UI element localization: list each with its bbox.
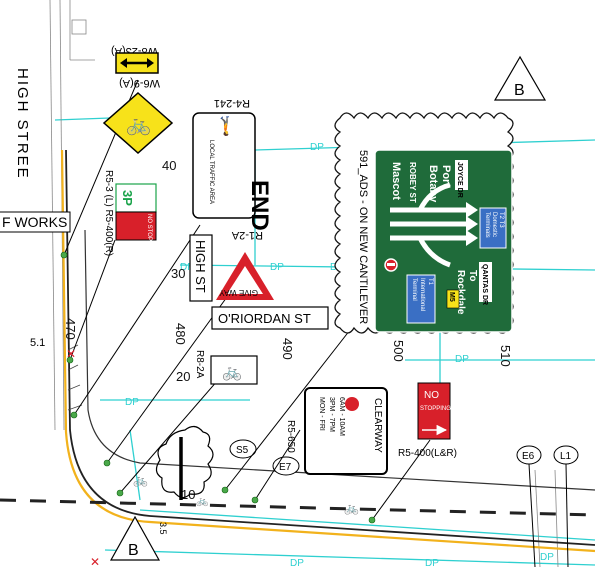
sign-text1: NO — [424, 390, 439, 401]
ads-top-badge3: Terminals — [484, 212, 490, 238]
works-label-box — [0, 211, 71, 233]
svg-text:B: B — [514, 82, 525, 99]
sign-hours2: 3PM - 7PM — [328, 397, 335, 432]
kerb-line-inner — [84, 229, 595, 491]
svg-text:HIGH ST: HIGH ST — [193, 240, 208, 293]
tree-outline — [155, 425, 214, 500]
sign-r8-2a: R8-2A 🚲 — [194, 350, 258, 385]
ads-top-badge2: Domestic — [491, 212, 497, 237]
chainage-500: 500 — [391, 340, 406, 362]
dp-label: DP — [310, 142, 324, 153]
svg-text:L1: L1 — [560, 451, 572, 462]
svg-text:E6: E6 — [522, 451, 535, 462]
svg-text:E7: E7 — [279, 462, 292, 473]
sign-title: CLEARWAY — [372, 398, 383, 453]
ads-bottom-badge3: Terminal — [411, 278, 417, 301]
chainage-20: 20 — [176, 369, 190, 384]
dp-label: DP — [425, 558, 439, 567]
sign-code: R4-241 — [214, 97, 250, 109]
sign-code: R5-400(L&R) — [398, 448, 457, 459]
ads-bottom-to: To — [467, 270, 478, 281]
dp-label: DP — [290, 558, 304, 567]
chainage-480: 480 — [173, 323, 188, 345]
bicycle-icon: 🚲 — [126, 114, 151, 136]
level-label: 5.1 — [30, 337, 45, 349]
svg-text:B: B — [128, 542, 139, 559]
chainage-40: 40 — [162, 158, 176, 173]
sign-sub: LOCAL TRAFFIC AREA — [208, 140, 214, 204]
ads-bottom-road: QANTAS DR — [481, 264, 488, 305]
pedestrian-icon: 🚶 — [214, 116, 236, 137]
circle-tag-l1: L1 — [553, 445, 579, 465]
ads-bottom-badge1: T1 — [427, 278, 433, 286]
high-street-label: HIGH STREE — [14, 68, 31, 180]
ads-note: 591_ADS - ON NEW CANTILEVER — [357, 150, 369, 324]
dp-label: DP — [125, 397, 139, 408]
dp-label: DP — [270, 262, 284, 273]
section-marker-b-bottom: B — [109, 515, 161, 561]
kerb-line — [65, 149, 595, 546]
ads-top-badge1: T2 T3 — [498, 212, 504, 228]
street-sign-oriordan-st: O'RIORDAN ST — [211, 306, 329, 330]
chainage-510: 510 — [498, 345, 513, 367]
ads-left-road: ROBEY ST — [408, 162, 417, 203]
sign-code: W6-9(A) — [119, 77, 160, 89]
parking-label: 3P — [120, 190, 135, 206]
chainage-30: 30 — [171, 266, 185, 281]
chainage-490: 490 — [280, 338, 295, 360]
sign-text2: STOPPING — [420, 406, 451, 412]
ads-top-dest1: Port — [440, 165, 452, 187]
sign-r5-400: NO STOPPING R5-400(L&R) — [398, 382, 457, 459]
circle-tag-e6: E6 — [516, 445, 542, 465]
dashed-lane-line — [0, 498, 595, 517]
chainage-10: 10 — [181, 487, 195, 502]
bicycle-marking-icon: 🚲 — [344, 501, 359, 515]
removal-cross: ✕ — [66, 347, 76, 361]
dp-label: DP — [540, 552, 554, 563]
ads-top-road: JOYCE DR — [456, 162, 463, 198]
ads-left-dest: Mascot — [390, 162, 402, 200]
sign-main: END — [246, 180, 273, 231]
works-label: F WORKS — [2, 214, 67, 230]
sign-code: R5-650 — [285, 420, 296, 453]
road-kerbs — [0, 149, 595, 553]
removal-cross: ✕ — [90, 555, 100, 567]
ads-bottom-badge2: International — [419, 278, 425, 311]
sign-code: R1-2A — [231, 229, 263, 241]
street-sign-high-st: HIGH ST — [189, 234, 213, 302]
sign-code: R5-3 (L) R5-400(R) — [103, 170, 114, 256]
sign-main: GIVE WAY — [219, 288, 258, 297]
dp-label: DP — [180, 262, 194, 273]
sign-r5-650: R5-650 CLEARWAY 6AM - 10AM 3PM - 7PM MON… — [285, 387, 388, 475]
bicycle-marking-icon: 🚲 — [196, 496, 208, 507]
sign-hours1: 6AM - 10AM — [338, 397, 345, 436]
no-stopping-label: NO STOPPING — [146, 214, 152, 256]
svg-text:O'RIORDAN ST: O'RIORDAN ST — [218, 311, 311, 326]
chainage-labels: 470 480 490 500 510 40 30 20 10 — [63, 158, 513, 502]
sign-r1-2a: R1-2A GIVE WAY — [216, 229, 274, 300]
ads-top-dest2: Botany — [427, 165, 439, 203]
dp-label: DP — [455, 354, 469, 365]
sign-posts — [60, 251, 376, 524]
bicycle-icon: 🚲 — [222, 364, 242, 381]
chainage-470: 470 — [63, 318, 78, 340]
section-marker-b-top: B — [493, 55, 547, 101]
small-dimension-label: 3.5 — [158, 522, 168, 535]
sign-days: MON - FRI — [318, 397, 325, 431]
circle-tag-s5: S5 — [229, 439, 257, 459]
ads-bottom-dest: Rockdale — [455, 270, 466, 315]
sign-code: R8-2A — [194, 350, 205, 379]
sign-w6-9a: W6-9(A) 🚲 — [102, 77, 174, 155]
sign-w8-23a: W8-23(A) — [111, 45, 159, 74]
sign-r5-3: R5-3 (L) R5-400(R) 3P NO STOPPING — [103, 170, 157, 256]
ads-route-shield: M5 — [448, 292, 455, 302]
svg-text:S5: S5 — [236, 445, 249, 456]
bicycle-marking-icon: 🚲 — [133, 473, 148, 487]
sign-ads-direction: ROBEY ST Mascot JOYCE DR Port Botany T2 … — [374, 149, 513, 333]
sign-r4-241: R4-241 END LOCAL TRAFFIC AREA 🚶 — [192, 97, 273, 231]
kerb-line-offset — [60, 149, 595, 553]
